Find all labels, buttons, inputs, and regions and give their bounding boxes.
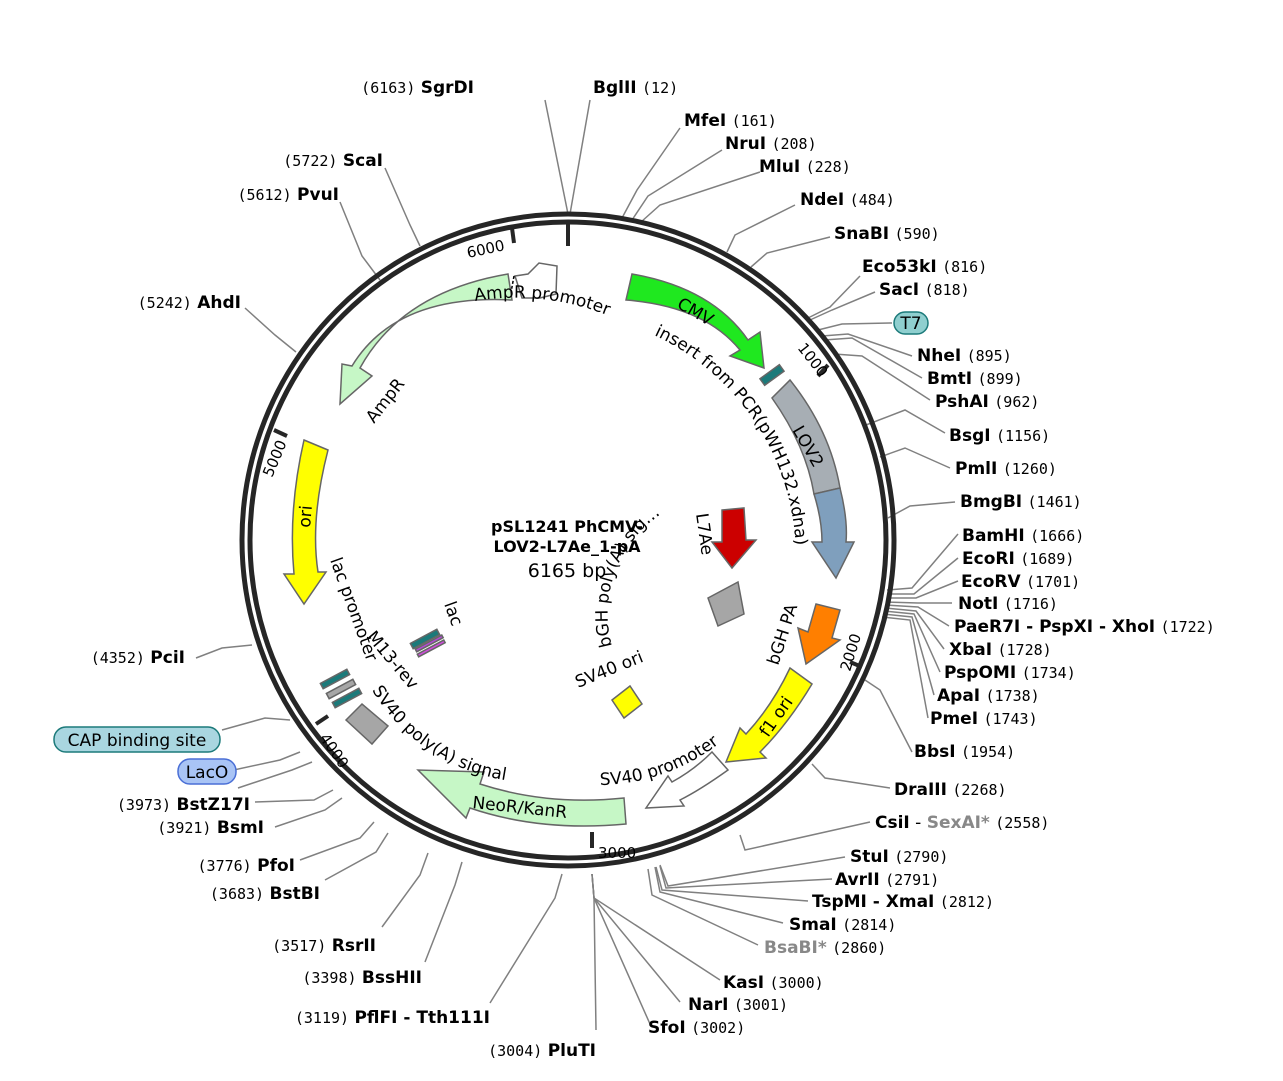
- enzyme-label: (3517) RsrII: [272, 936, 376, 956]
- enzyme-label: StuI (2790): [850, 847, 948, 867]
- enzyme-label: (3004) PluTI: [488, 1041, 596, 1061]
- enzyme-label: PshAI (962): [935, 392, 1039, 412]
- plasmid-name-line1: pSL1241 PhCMV-: [491, 517, 643, 536]
- enzyme-label: Eco53kI (816): [862, 257, 987, 277]
- enzyme-label: (3776) PfoI: [198, 856, 295, 876]
- lac-promoter-feature: [319, 668, 351, 690]
- t7-site: T7: [893, 311, 929, 335]
- enzyme-label: XbaI (1728): [949, 640, 1052, 660]
- enzyme-label: (3683) BstBI: [210, 884, 320, 904]
- enzyme-label: SfoI (3002): [648, 1018, 745, 1038]
- enzyme-label: NotI (1716): [958, 594, 1058, 614]
- enzyme-label: DraIII (2268): [894, 780, 1007, 800]
- enzyme-label: (6163) SgrDI: [361, 78, 474, 98]
- ampr-promoter-feature: [514, 262, 558, 299]
- svg-text:CAP binding site: CAP binding site: [68, 731, 207, 751]
- enzyme-label: BglII (12): [593, 78, 678, 98]
- enzyme-label: (5612) PvuI: [237, 185, 339, 205]
- features: [282, 262, 856, 827]
- enzyme-label: NruI (208): [725, 134, 817, 154]
- enzyme-label: NarI (3001): [688, 995, 788, 1015]
- tick-1000: 1000: [794, 339, 832, 380]
- enzyme-label: SmaI (2814): [789, 915, 896, 935]
- sv40-polya-box: [344, 702, 390, 746]
- enzyme-label: MfeI (161): [684, 111, 777, 131]
- sv40-ori-box: [610, 684, 644, 720]
- sv40-ori-label: SV40 ori: [572, 647, 646, 692]
- tick-marks: [273, 224, 863, 848]
- enzyme-label: (3398) BssHII: [302, 968, 422, 988]
- tick-6000: 6000: [465, 236, 506, 262]
- cap-binding-site: CAP binding site: [53, 726, 221, 753]
- ampr-label: AmpR: [362, 375, 409, 427]
- enzyme-label: AvrII (2791): [835, 870, 939, 890]
- enzyme-label: NheI (895): [917, 346, 1012, 366]
- enzyme-label: PmlI (1260): [955, 459, 1057, 479]
- ori-feature: [282, 438, 329, 606]
- lac-label: lac: [439, 599, 466, 629]
- lac-feature: [409, 628, 441, 650]
- enzyme-label: PaeR7I - PspXI - XhoI (1722): [954, 617, 1215, 637]
- enzyme-label: BsaBI* (2860): [764, 938, 886, 958]
- plasmid-size: 6165 bp: [528, 560, 607, 582]
- enzyme-label: (5242) AhdI: [138, 293, 241, 313]
- svg-text:LacO: LacO: [186, 763, 229, 783]
- bgh-pa-feature: [796, 603, 842, 666]
- enzyme-label: BmtI (899): [927, 369, 1023, 389]
- ampr-feature: [339, 273, 513, 406]
- enzyme-label: (3921) BsmI: [157, 818, 264, 838]
- enzyme-label: BamHI (1666): [962, 526, 1084, 546]
- neor-feature: [416, 769, 627, 827]
- enzyme-label: TspMI - XmaI (2812): [812, 892, 994, 912]
- sv40-promoter-feature: [644, 750, 730, 809]
- enzyme-label: PmeI (1743): [930, 709, 1038, 729]
- bgh-pa-label: bGH PA: [764, 601, 803, 667]
- leader-lines: [195, 99, 959, 1031]
- enzyme-label: EcoRI (1689): [962, 549, 1074, 569]
- plasmid-name-line2: LOV2-L7Ae_1-pA: [493, 537, 641, 556]
- enzyme-label: CsiI - SexAI* (2558): [875, 813, 1049, 833]
- ori-label: ori: [295, 505, 317, 529]
- enzyme-label: ApaI (1738): [937, 686, 1040, 706]
- enzyme-label: BmgBI (1461): [960, 492, 1082, 512]
- svg-text:T7: T7: [899, 314, 921, 334]
- enzyme-label: (4352) PciI: [91, 648, 185, 668]
- bgh-polya-box: [707, 580, 745, 628]
- sv40-polya-label: SV40 poly(A) signal: [368, 682, 508, 785]
- enzyme-label: SacI (818): [879, 280, 970, 300]
- enzyme-label: MluI (228): [759, 157, 851, 177]
- enzyme-label: PspOMI (1734): [944, 663, 1076, 683]
- enzyme-label: SnaBI (590): [834, 224, 940, 244]
- enzyme-labels: (6163) SgrDI BglII (12) MfeI (161) NruI …: [91, 78, 1215, 1061]
- f1-ori-feature: [724, 666, 813, 763]
- enzyme-label: NdeI (484): [800, 190, 895, 210]
- backbone: [239, 211, 897, 869]
- enzyme-label: (3119) PflFI - Tth111I: [295, 1008, 490, 1028]
- enzyme-label: EcoRV (1701): [961, 572, 1080, 592]
- teal-site: [758, 363, 786, 387]
- enzyme-label: (5722) ScaI: [283, 151, 383, 171]
- enzyme-label: BbsI (1954): [914, 742, 1015, 762]
- enzyme-label: BsgI (1156): [949, 426, 1050, 446]
- l7ae-label: L7Ae: [691, 512, 717, 556]
- tick-3000: 3000: [598, 844, 636, 862]
- l7ae-feature: [710, 507, 758, 570]
- cmv-feature: [625, 273, 765, 370]
- plasmid-title: pSL1241 PhCMV- LOV2-L7Ae_1-pA 6165 bp: [491, 517, 643, 582]
- laco-site: LacO: [177, 758, 237, 785]
- enzyme-label: (3973) BstZ17I: [117, 795, 250, 815]
- lov2-bottom-feature: [810, 487, 856, 580]
- enzyme-label: KasI (3000): [723, 973, 824, 993]
